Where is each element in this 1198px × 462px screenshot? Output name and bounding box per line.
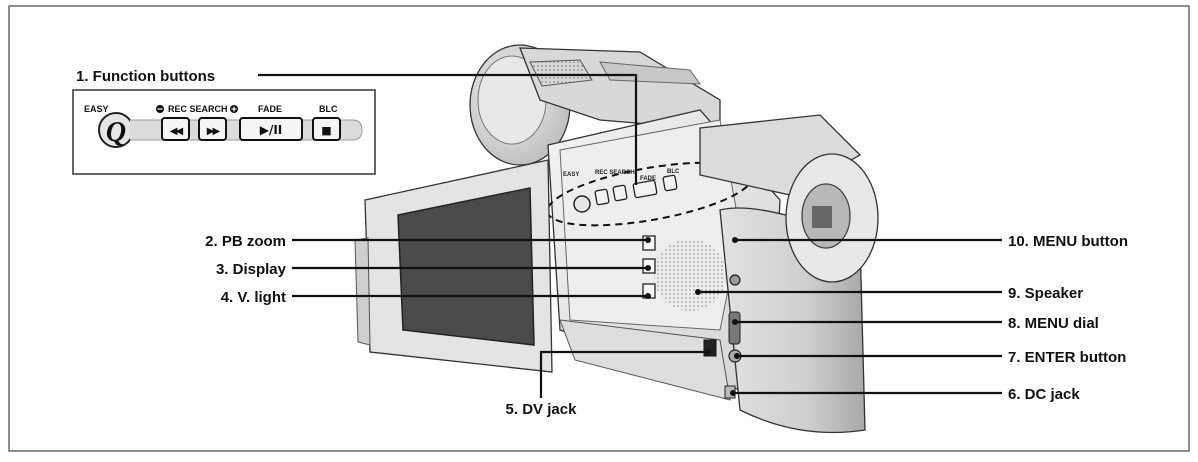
- function-buttons-inset: EASY Q REC SEARCH FADE BLC ◀◀ ▶▶ ▶/II ■: [72, 89, 376, 175]
- inset-ffwd-button[interactable]: [198, 117, 227, 141]
- inset-blc-button[interactable]: [312, 117, 341, 141]
- body-rewind-button[interactable]: [594, 188, 610, 206]
- stop-icon: ■: [321, 124, 331, 137]
- label-display: 3. Display: [216, 261, 287, 278]
- speaker-grille: [654, 239, 726, 311]
- label-menu-dial: 8. MENU dial: [1008, 315, 1099, 332]
- body-play-pause-button[interactable]: [632, 179, 658, 199]
- body-easy-label: EASY: [563, 172, 579, 178]
- body-rec-search-label: REC SEARCH: [595, 170, 635, 176]
- leader-dv-jack: [539, 350, 708, 398]
- inset-easy-label: EASY: [84, 104, 109, 114]
- inset-easy-q-glyph: Q: [106, 117, 126, 148]
- leader-function-buttons: [258, 73, 638, 185]
- inset-rewind-button[interactable]: [161, 117, 190, 141]
- label-v-light: 4. V. light: [221, 289, 286, 306]
- body-blc-button[interactable]: [662, 174, 678, 192]
- label-menu-button: 10. MENU button: [1008, 233, 1128, 250]
- body-ffwd-button[interactable]: [612, 184, 628, 202]
- label-enter-button: 7. ENTER button: [1008, 349, 1126, 366]
- lcd-screen: [397, 187, 535, 346]
- label-pb-zoom: 2. PB zoom: [205, 233, 286, 250]
- inset-fade-label: FADE: [258, 104, 282, 114]
- callout-lines: [258, 73, 1002, 398]
- camcorder-illustration: EASY REC SEARCH FADE BLC: [354, 44, 879, 434]
- body-easy-button[interactable]: [573, 195, 591, 213]
- body-fade-label: FADE: [640, 176, 656, 182]
- fast-forward-icon: ▶▶: [207, 126, 221, 137]
- callout-labels: 1. Function buttons 2. PB zoom 3. Displa…: [76, 68, 1128, 418]
- frame-border: [8, 5, 1190, 452]
- menu-dial-wheel[interactable]: [728, 311, 741, 345]
- menu-button-knob[interactable]: [729, 274, 741, 286]
- label-function-buttons: 1. Function buttons: [76, 68, 215, 85]
- inset-play-pause-button[interactable]: [239, 117, 303, 141]
- inset-rec-search-label: REC SEARCH: [168, 104, 228, 114]
- inset-blc-label: BLC: [319, 104, 338, 114]
- play-pause-icon: ▶/II: [260, 123, 283, 137]
- label-dc-jack: 6. DC jack: [1008, 386, 1080, 403]
- rewind-icon: ◀◀: [170, 126, 184, 137]
- microphone-grille: [529, 59, 593, 87]
- label-speaker: 9. Speaker: [1008, 285, 1083, 302]
- label-dv-jack: 5. DV jack: [506, 401, 578, 418]
- body-blc-label: BLC: [667, 169, 680, 175]
